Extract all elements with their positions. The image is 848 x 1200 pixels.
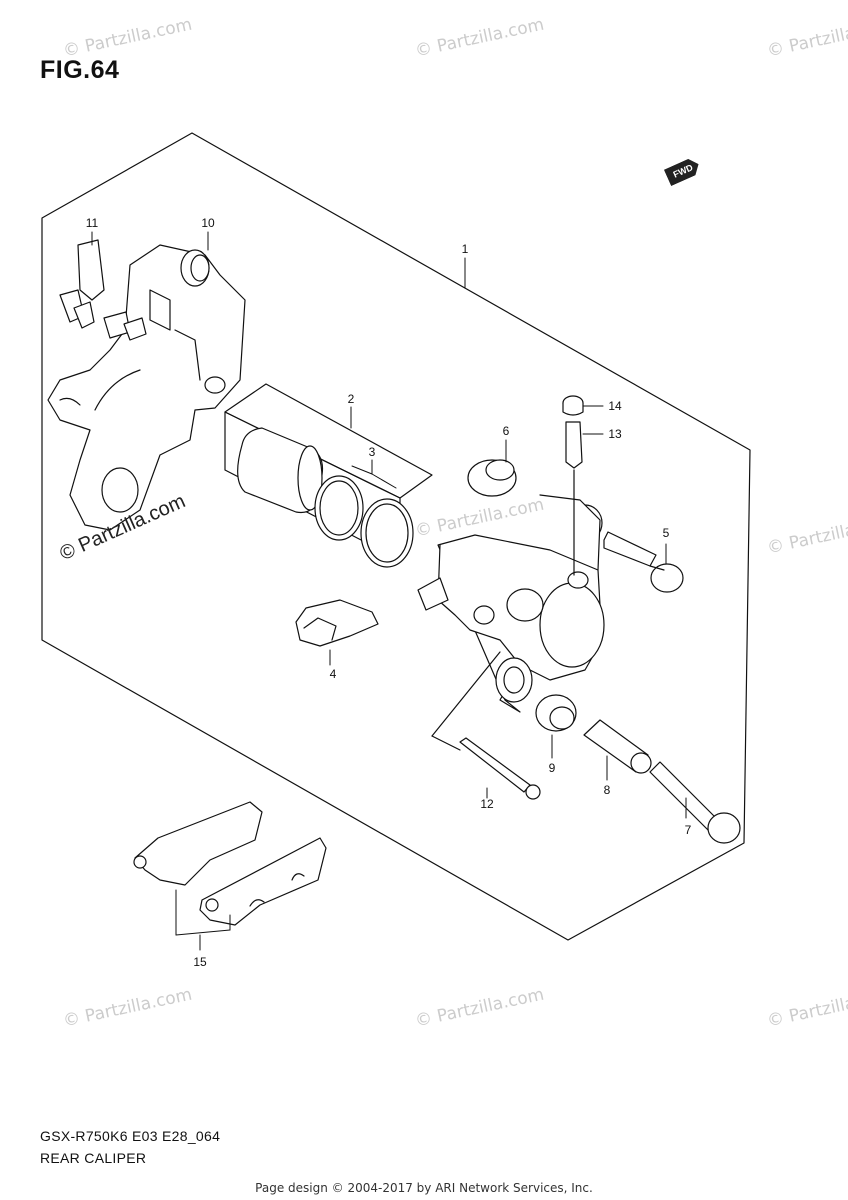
lower-boot-drawing (535, 694, 577, 732)
pad-retainer-drawing (295, 599, 379, 647)
callout-2: 2 (347, 392, 355, 406)
callout-3: 3 (368, 445, 376, 459)
bleeder-valve-drawing (562, 395, 584, 576)
callout-13: 13 (608, 427, 622, 441)
pad-pin-drawing (431, 651, 541, 800)
callout-12: 12 (480, 797, 494, 811)
callout-7: 7 (684, 823, 692, 837)
sleeve-drawing (583, 719, 652, 774)
callout-6: 6 (502, 424, 510, 438)
caliper-body-drawing (417, 494, 605, 713)
figure-title: FIG.64 (40, 56, 120, 84)
caliper-bracket-drawing (47, 244, 246, 531)
callout-4: 4 (329, 667, 337, 681)
leader-lines (91, 231, 687, 951)
callout-10: 10 (201, 216, 215, 230)
callout-1: 1 (461, 242, 469, 256)
model-code: GSX-R750K6 E03 E28_064 (40, 1128, 221, 1144)
callout-14: 14 (608, 399, 622, 413)
caliper-bolt-lower-drawing (649, 761, 741, 844)
pad-spring-drawing (59, 239, 147, 341)
piston-seal-drawing (224, 383, 433, 568)
assembly-frame (41, 132, 751, 941)
callout-15: 15 (193, 955, 207, 969)
dust-boot-drawing (467, 459, 517, 497)
callout-11: 11 (85, 216, 99, 230)
callout-8: 8 (603, 783, 611, 797)
callout-9: 9 (548, 761, 556, 775)
section-name: REAR CALIPER (40, 1150, 147, 1166)
brake-pads-drawing (133, 801, 327, 926)
caliper-bolt-upper-drawing (603, 531, 684, 593)
page-credit: Page design © 2004-2017 by ARI Network S… (255, 1181, 593, 1195)
callout-5: 5 (662, 526, 670, 540)
